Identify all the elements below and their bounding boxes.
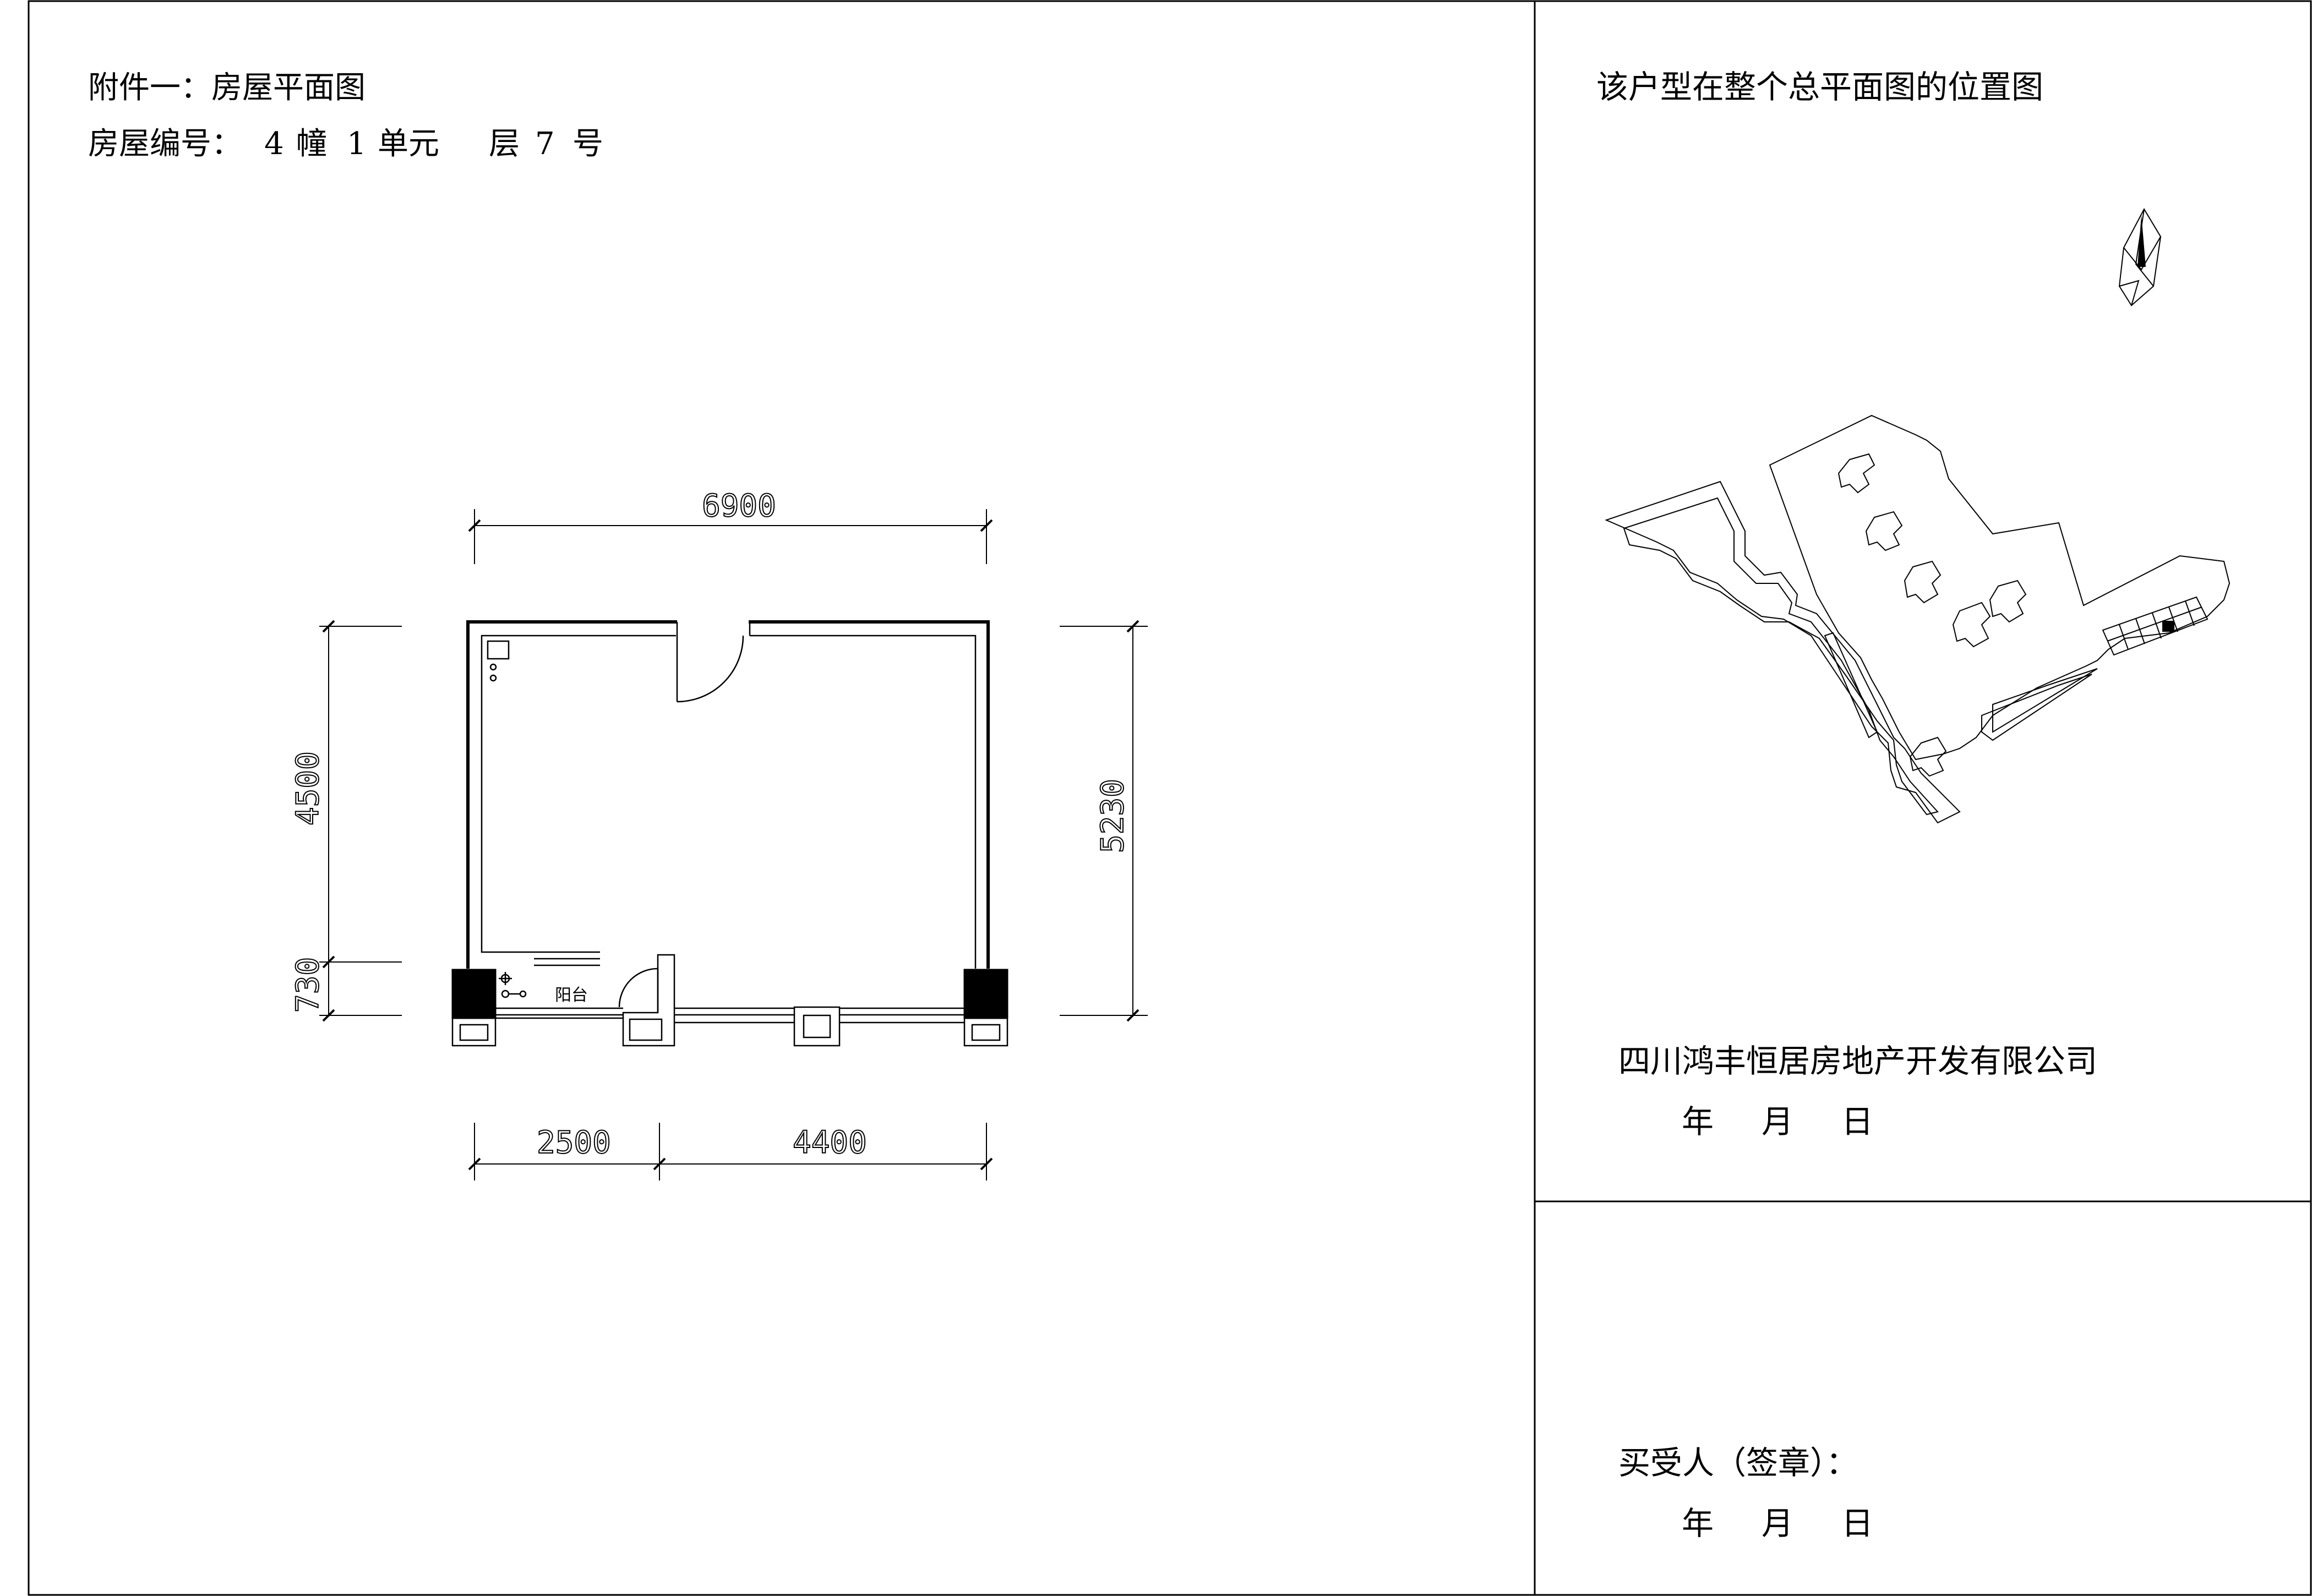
fixture-dot-2 [489, 674, 497, 682]
building-number: 4 [264, 126, 284, 162]
dim-tick [468, 519, 481, 532]
dim-tick [980, 519, 993, 532]
column-base-right [963, 1017, 1008, 1047]
inner-wall-right [750, 635, 977, 969]
unit-label: 单元 [378, 126, 439, 162]
unit-number: 1 [347, 126, 367, 162]
company-date-month: 月 [1762, 1103, 1793, 1140]
dim-tick [653, 1157, 666, 1171]
dim-tick [322, 955, 335, 969]
north-arrow-icon [2118, 207, 2162, 307]
column-left [451, 969, 497, 1019]
drain-end [519, 990, 527, 998]
site-plan [1605, 414, 2231, 824]
dim-tick [322, 620, 335, 633]
company-date-year: 年 [1682, 1103, 1714, 1140]
house-number-label: 房屋编号： [88, 126, 242, 162]
column-right [963, 969, 1008, 1019]
sheet-frame [28, 0, 2312, 1596]
dim-top-value: 6900 [702, 488, 776, 524]
dim-bottom-left-value: 2500 [537, 1125, 611, 1161]
dim-bottom-right-value: 4400 [793, 1125, 867, 1161]
dim-tick [322, 1009, 335, 1022]
dim-tick [1126, 620, 1139, 633]
outer-wall-right [749, 620, 990, 969]
building-unit-label: 幢 [296, 126, 327, 162]
dim-tick [980, 1157, 993, 1171]
floor-label: 层 [489, 126, 520, 162]
room-number: 7 [535, 126, 555, 162]
column-base-left [451, 1017, 497, 1047]
balcony-partition [622, 954, 675, 1047]
fixture-dot-1 [489, 663, 497, 671]
page-title: 附件一：房屋平面图 [88, 70, 366, 106]
drain-icon [501, 990, 510, 998]
buyer-signature-label: 买受人（签章）： [1618, 1444, 1858, 1482]
dim-left-lower-value: 730 [290, 957, 326, 1013]
dim-tick [468, 1157, 481, 1171]
balcony-side-door-swing [618, 968, 658, 1008]
dimensions: 6900 4500 730 5230 2500 4400 [290, 488, 1148, 1180]
floor-plan: 阳台 [451, 620, 1008, 1047]
column-base-left-inner [459, 1024, 489, 1041]
dim-tick [1126, 1009, 1139, 1022]
buyer-date-day: 日 [1841, 1505, 1873, 1542]
location-panel: 该户型在整个总平面图的位置图 [1596, 68, 2231, 1140]
center-column [793, 1006, 841, 1047]
buyer-date-year: 年 [1682, 1505, 1714, 1542]
dim-left-upper-value: 4500 [290, 751, 326, 826]
entry-door-swing [677, 635, 744, 703]
column-base-right-inner [971, 1024, 1001, 1041]
company-name: 四川鸿丰恒居房地产开发有限公司 [1618, 1042, 2097, 1080]
location-panel-title: 该户型在整个总平面图的位置图 [1596, 68, 2043, 106]
dim-right-value: 5230 [1095, 779, 1131, 853]
unit-location-marker [2162, 621, 2174, 632]
highlighted-building [2102, 596, 2209, 656]
room-label: 号 [572, 126, 603, 162]
balcony-label: 阳台 [555, 986, 588, 1005]
header: 附件一：房屋平面图 房屋编号： 4 幢 1 单元 层 7 号 [88, 70, 603, 162]
center-column-inner [803, 1014, 831, 1039]
sink-fixture [487, 640, 510, 660]
inner-wall-left [481, 635, 676, 953]
outer-wall-left [466, 620, 677, 969]
buyer-panel: 买受人（签章）： 年 月 日 [1618, 1444, 1873, 1542]
buyer-date-month: 月 [1762, 1505, 1793, 1542]
company-date-day: 日 [1841, 1103, 1873, 1140]
partition-column [629, 1018, 663, 1041]
